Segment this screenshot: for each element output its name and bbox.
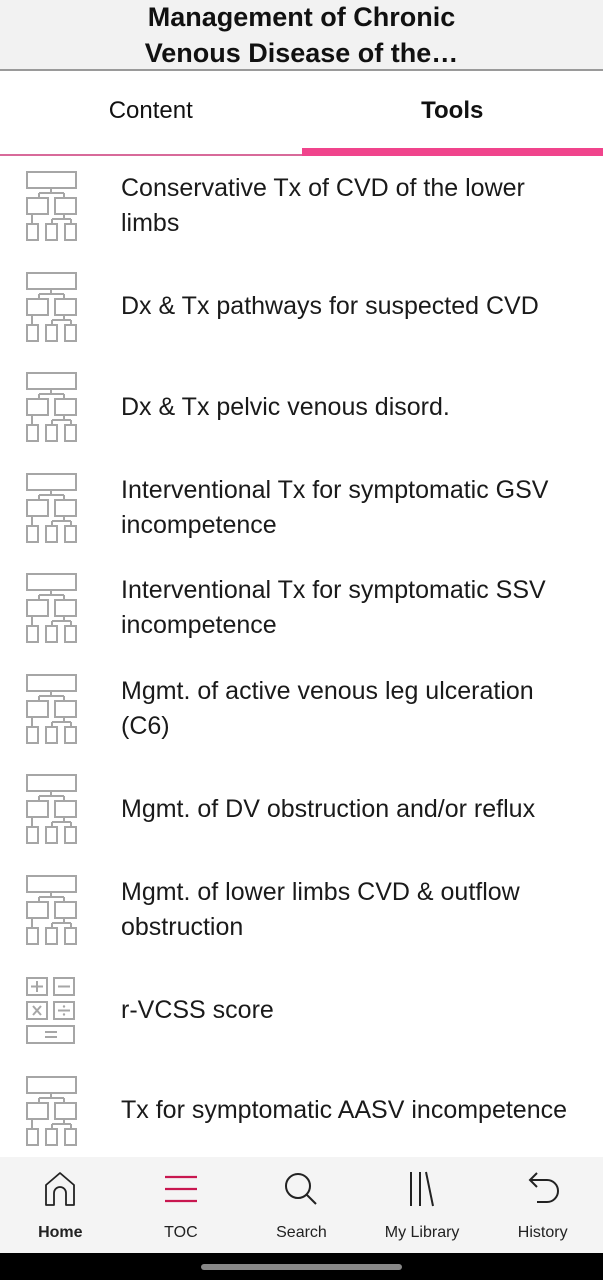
list-item[interactable]: Interventional Tx for symptomatic SSV in…	[0, 558, 603, 659]
list-item-label: Mgmt. of lower limbs CVD & outflow obstr…	[121, 877, 520, 941]
list-item[interactable]: Mgmt. of lower limbs CVD & outflow obstr…	[0, 860, 603, 961]
nav-my-library-label: My Library	[384, 1224, 460, 1241]
flowchart-icon	[0, 673, 121, 745]
system-gesture-bar	[0, 1253, 603, 1280]
app-header: Management of Chronic Venous Disease of …	[0, 0, 603, 71]
nav-my-library[interactable]: My Library	[362, 1157, 483, 1253]
tab-tools-label: Tools	[421, 96, 484, 124]
nav-toc-label: TOC	[164, 1224, 198, 1241]
tools-list: Conservative Tx of CVD of the lower limb…	[0, 156, 603, 1157]
nav-history-label: History	[517, 1224, 568, 1241]
gesture-handle[interactable]	[201, 1264, 402, 1270]
history-icon	[523, 1169, 563, 1214]
list-item[interactable]: Mgmt. of DV obstruction and/or reflux	[0, 759, 603, 860]
nav-toc[interactable]: TOC	[121, 1157, 242, 1253]
tab-indicator-active	[301, 148, 603, 156]
flowchart-icon	[0, 572, 121, 644]
nav-history[interactable]: History	[482, 1157, 603, 1253]
list-item-label: Conservative Tx of CVD of the lower limb…	[121, 174, 525, 238]
list-item-label: Interventional Tx for symptomatic GSV in…	[121, 475, 549, 539]
list-item[interactable]: Mgmt. of active venous leg ulceration (C…	[0, 659, 603, 760]
tab-content-label: Content	[108, 96, 193, 124]
flowchart-icon	[0, 874, 121, 946]
flowchart-icon	[0, 1075, 121, 1147]
list-item[interactable]: Conservative Tx of CVD of the lower limb…	[0, 156, 603, 257]
nav-search[interactable]: Search	[241, 1157, 362, 1253]
list-item-label: Dx & Tx pathways for suspected CVD	[121, 292, 539, 321]
flowchart-icon	[0, 371, 121, 443]
flowchart-icon	[0, 773, 121, 845]
list-item-label: r-VCSS score	[121, 995, 274, 1024]
calculator-icon	[0, 974, 121, 1046]
list-item[interactable]: Dx & Tx pathways for suspected CVD	[0, 257, 603, 358]
home-icon	[40, 1169, 80, 1214]
toc-icon	[161, 1169, 201, 1214]
list-item[interactable]: Tx for symptomatic AASV incompetence	[0, 1061, 603, 1158]
list-item-label: Dx & Tx pelvic venous disord.	[121, 392, 450, 421]
list-item-label: Mgmt. of DV obstruction and/or reflux	[121, 794, 536, 823]
tab-indicator	[0, 154, 302, 156]
tab-content[interactable]: Content	[0, 73, 302, 156]
flowchart-icon	[0, 271, 121, 343]
flowchart-icon	[0, 472, 121, 544]
flowchart-icon	[0, 170, 121, 242]
list-item-label: Interventional Tx for symptomatic SSV in…	[121, 576, 546, 640]
list-item-label: Mgmt. of active venous leg ulceration (C…	[121, 676, 534, 740]
nav-home-label: Home	[38, 1224, 83, 1241]
tab-bar: Content Tools	[0, 73, 603, 156]
page-title: Management of Chronic Venous Disease of …	[144, 1, 459, 68]
list-item[interactable]: Interventional Tx for symptomatic GSV in…	[0, 458, 603, 559]
bottom-navigation: Home TOC Search My Library History	[0, 1157, 603, 1253]
list-item[interactable]: r-VCSS score	[0, 960, 603, 1061]
tab-tools[interactable]: Tools	[301, 73, 603, 156]
nav-home[interactable]: Home	[0, 1157, 121, 1253]
library-icon	[402, 1169, 442, 1214]
list-item-label: Tx for symptomatic AASV incompetence	[121, 1096, 568, 1125]
search-icon	[281, 1169, 321, 1214]
nav-search-label: Search	[276, 1224, 327, 1241]
list-item[interactable]: Dx & Tx pelvic venous disord.	[0, 357, 603, 458]
